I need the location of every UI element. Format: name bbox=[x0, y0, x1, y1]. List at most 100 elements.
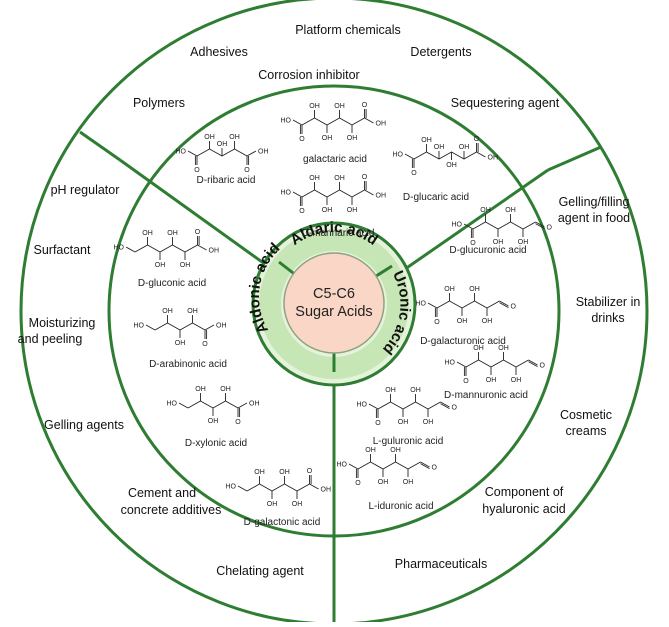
atom-label: OH bbox=[376, 193, 387, 200]
atom-label: OH bbox=[410, 387, 421, 394]
atom-label: O bbox=[463, 378, 469, 385]
center-title-line1: C5-C6 bbox=[313, 286, 355, 302]
app-corrosion-inhibitor: Corrosion inhibitor bbox=[258, 68, 359, 82]
atom-label: OH bbox=[421, 137, 432, 144]
atom-label: OH bbox=[187, 308, 198, 315]
center-title-line2: Sugar Acids bbox=[295, 304, 372, 320]
app-detergents: Detergents bbox=[410, 45, 471, 59]
atom-label: O bbox=[195, 229, 201, 236]
atom-label: OH bbox=[229, 134, 240, 141]
app-gelling-filling-1: Gelling/filling bbox=[559, 195, 630, 209]
atom-label: OH bbox=[347, 135, 358, 142]
atom-label: OH bbox=[309, 175, 320, 182]
atom-label: OH bbox=[444, 286, 455, 293]
atom-label: OH bbox=[334, 175, 345, 182]
atom-label: OH bbox=[473, 345, 484, 352]
atom-label: O bbox=[355, 480, 361, 487]
compound-d-xylonic: D-xylonic acid bbox=[185, 438, 247, 449]
atom-label: OH bbox=[434, 144, 445, 151]
app-gelling-agents: Gelling agents bbox=[44, 418, 124, 432]
atom-label: OH bbox=[493, 239, 504, 246]
atom-label: OH bbox=[486, 377, 497, 384]
app-moisturizing-1: Moisturizing bbox=[29, 316, 96, 330]
app-platform-chemicals: Platform chemicals bbox=[295, 23, 401, 37]
atom-label: HO bbox=[393, 152, 404, 159]
compound-d-glucaric: D-glucaric acid bbox=[403, 192, 469, 203]
atom-label: O bbox=[452, 405, 458, 412]
app-pharmaceuticals: Pharmaceuticals bbox=[395, 557, 487, 571]
atom-label: OH bbox=[511, 377, 522, 384]
atom-label: OH bbox=[175, 340, 186, 347]
atom-label: OH bbox=[217, 141, 228, 148]
atom-label: OH bbox=[365, 447, 376, 454]
atom-label: O bbox=[362, 102, 368, 109]
compound-d-gluconic: D-gluconic acid bbox=[138, 278, 206, 289]
atom-label: O bbox=[474, 136, 480, 143]
atom-label: OH bbox=[322, 135, 333, 142]
atom-label: OH bbox=[403, 479, 414, 486]
atom-label: OH bbox=[480, 207, 491, 214]
compound-d-galactonic: D-galactonic acid bbox=[244, 517, 321, 528]
compound-d-glucuronic: D-glucuronic acid bbox=[449, 245, 526, 256]
atom-label: O bbox=[194, 167, 200, 174]
app-ph-regulator: pH regulator bbox=[51, 183, 120, 197]
app-adhesives: Adhesives bbox=[190, 45, 248, 59]
atom-label: OH bbox=[195, 386, 206, 393]
divider-inner-top-left bbox=[119, 158, 277, 274]
app-hyaluronic-2: hyaluronic acid bbox=[482, 502, 565, 516]
atom-label: OH bbox=[398, 419, 409, 426]
atom-label: OH bbox=[385, 387, 396, 394]
atom-label: HO bbox=[226, 484, 237, 491]
compound-d-mannuronic: D-mannuronic acid bbox=[444, 390, 528, 401]
atom-label: OH bbox=[482, 318, 493, 325]
compound-l-guluronic: L-guluronic acid bbox=[373, 436, 444, 447]
compound-l-iduronic: L-iduronic acid bbox=[368, 501, 433, 512]
atom-label: OH bbox=[488, 155, 499, 162]
atom-label: O bbox=[540, 363, 546, 370]
atom-label: OH bbox=[423, 419, 434, 426]
app-cosmetic-2: creams bbox=[566, 424, 607, 438]
app-cosmetic-1: Cosmetic bbox=[560, 408, 612, 422]
atom-label: OH bbox=[220, 386, 231, 393]
atom-label: O bbox=[307, 468, 313, 475]
app-gelling-filling-2: agent in food bbox=[558, 211, 630, 225]
atom-label: O bbox=[375, 420, 381, 427]
atom-label: O bbox=[434, 319, 440, 326]
atom-label: HO bbox=[281, 118, 292, 125]
atom-label: O bbox=[235, 419, 241, 426]
compound-d-galacturonic: D-galacturonic acid bbox=[420, 336, 506, 347]
atom-label: O bbox=[299, 136, 305, 143]
atom-label: OH bbox=[309, 103, 320, 110]
atom-label: OH bbox=[142, 230, 153, 237]
atom-label: OH bbox=[254, 469, 265, 476]
atom-label: OH bbox=[334, 103, 345, 110]
atom-label: OH bbox=[390, 447, 401, 454]
atom-label: OH bbox=[155, 262, 166, 269]
atom-label: OH bbox=[378, 479, 389, 486]
app-sequestering-agent: Sequestering agent bbox=[451, 96, 560, 110]
atom-label: OH bbox=[258, 149, 269, 156]
atom-label: OH bbox=[446, 162, 457, 169]
atom-label: OH bbox=[167, 230, 178, 237]
app-polymers: Polymers bbox=[133, 96, 185, 110]
atom-label: OH bbox=[162, 308, 173, 315]
atom-label: OH bbox=[469, 286, 480, 293]
atom-label: OH bbox=[209, 248, 220, 255]
atom-label: O bbox=[511, 304, 517, 311]
atom-label: O bbox=[202, 341, 208, 348]
atom-label: OH bbox=[292, 501, 303, 508]
app-moisturizing-2: and peeling bbox=[18, 332, 83, 346]
